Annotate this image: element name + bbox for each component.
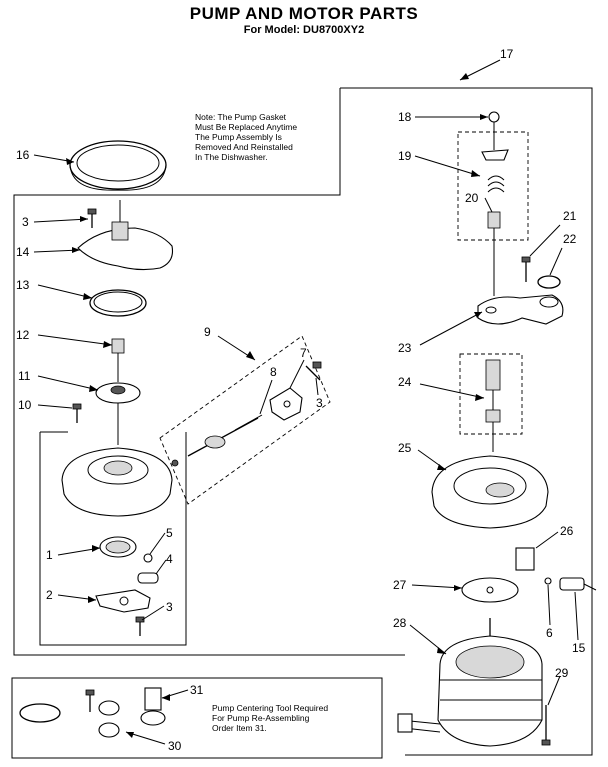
callout-24: 24 bbox=[398, 375, 412, 389]
model-subtitle: For Model: DU8700XY2 bbox=[243, 24, 365, 36]
part-29-screw bbox=[541, 705, 551, 746]
callout-12: 12 bbox=[16, 328, 30, 342]
part-22-grommet bbox=[537, 275, 561, 289]
part-5-ball bbox=[143, 553, 153, 563]
part-26-clip bbox=[515, 547, 535, 571]
callout-13: 13 bbox=[16, 278, 30, 292]
part-30-gasket-kit bbox=[19, 689, 120, 738]
pump-centering-tool-note: Pump Centering Tool Required For Pump Re… bbox=[212, 703, 329, 733]
page-title: PUMP AND MOTOR PARTS bbox=[189, 4, 419, 23]
part-28-motor bbox=[397, 618, 543, 747]
assembly-boundary-lines bbox=[11, 87, 593, 759]
part-25-motor-mount bbox=[431, 455, 549, 529]
callout-6: 6 bbox=[546, 626, 553, 640]
callout-5: 5 bbox=[166, 526, 173, 540]
part-16-pump-gasket bbox=[69, 140, 167, 191]
part-10-screw bbox=[72, 403, 82, 423]
callout-19: 19 bbox=[398, 149, 412, 163]
part-12-nut bbox=[111, 338, 125, 382]
callout-20: 20 bbox=[465, 191, 479, 205]
part-31-centering-tool bbox=[140, 687, 166, 726]
callout-8: 8 bbox=[270, 365, 277, 379]
part-27-slinger-disc bbox=[461, 577, 519, 603]
callout-10: 10 bbox=[18, 398, 32, 412]
callout-leader-lines bbox=[33, 59, 579, 745]
callout-14: 14 bbox=[16, 245, 30, 259]
part-8-valve-assembly bbox=[171, 414, 263, 467]
part-4-seal bbox=[137, 572, 159, 584]
part-21-screw bbox=[521, 256, 531, 282]
callout-7: 7 bbox=[300, 346, 307, 360]
callout-27: 27 bbox=[393, 578, 407, 592]
callout-3-top: 3 bbox=[22, 215, 29, 229]
part-14-pump-cover bbox=[77, 200, 174, 271]
callout-26: 26 bbox=[560, 524, 574, 538]
part-15-switch bbox=[559, 577, 597, 591]
part-23-motor-bracket bbox=[477, 294, 564, 325]
part-2-bracket bbox=[95, 589, 151, 613]
part-20-spring-and-bushing bbox=[487, 175, 505, 296]
callout-9: 9 bbox=[204, 325, 211, 339]
part-18-washer bbox=[488, 111, 500, 150]
callout-18: 18 bbox=[398, 110, 412, 124]
callout-2: 2 bbox=[46, 588, 53, 602]
callout-23: 23 bbox=[398, 341, 412, 355]
callout-17: 17 bbox=[500, 47, 514, 61]
callout-numbers: 16 3 14 13 12 11 10 9 7 8 3 1 2 5 4 3 17… bbox=[16, 47, 586, 753]
callout-11: 11 bbox=[18, 369, 31, 383]
part-3-screw-bottom bbox=[135, 616, 145, 636]
callout-22: 22 bbox=[563, 232, 577, 246]
pump-housing bbox=[61, 447, 173, 517]
part-3-screw-right bbox=[305, 361, 322, 381]
part-24-coupling bbox=[485, 359, 501, 452]
part-11-impeller bbox=[95, 382, 141, 445]
callout-1: 1 bbox=[46, 548, 53, 562]
callout-25: 25 bbox=[398, 441, 412, 455]
part-1-filter-disc bbox=[99, 536, 137, 558]
callout-4: 4 bbox=[166, 552, 173, 566]
part-3-screw-top bbox=[87, 208, 97, 228]
callout-29: 29 bbox=[555, 666, 569, 680]
callout-30: 30 bbox=[168, 739, 182, 753]
callout-16: 16 bbox=[16, 148, 30, 162]
part-7-mounting-bracket bbox=[269, 387, 303, 421]
callout-28: 28 bbox=[393, 616, 407, 630]
arrow-heads bbox=[66, 73, 488, 738]
callout-3-right: 3 bbox=[316, 396, 323, 410]
part-19-clip bbox=[481, 149, 509, 161]
callout-15: 15 bbox=[572, 641, 586, 655]
callout-31: 31 bbox=[190, 683, 204, 697]
callout-21: 21 bbox=[563, 209, 577, 223]
callout-3-bottom: 3 bbox=[166, 600, 173, 614]
part-13-seal-ring bbox=[89, 289, 147, 317]
part-6-washer bbox=[544, 577, 552, 585]
pump-gasket-note: Note: The Pump Gasket Must Be Replaced A… bbox=[195, 112, 298, 162]
